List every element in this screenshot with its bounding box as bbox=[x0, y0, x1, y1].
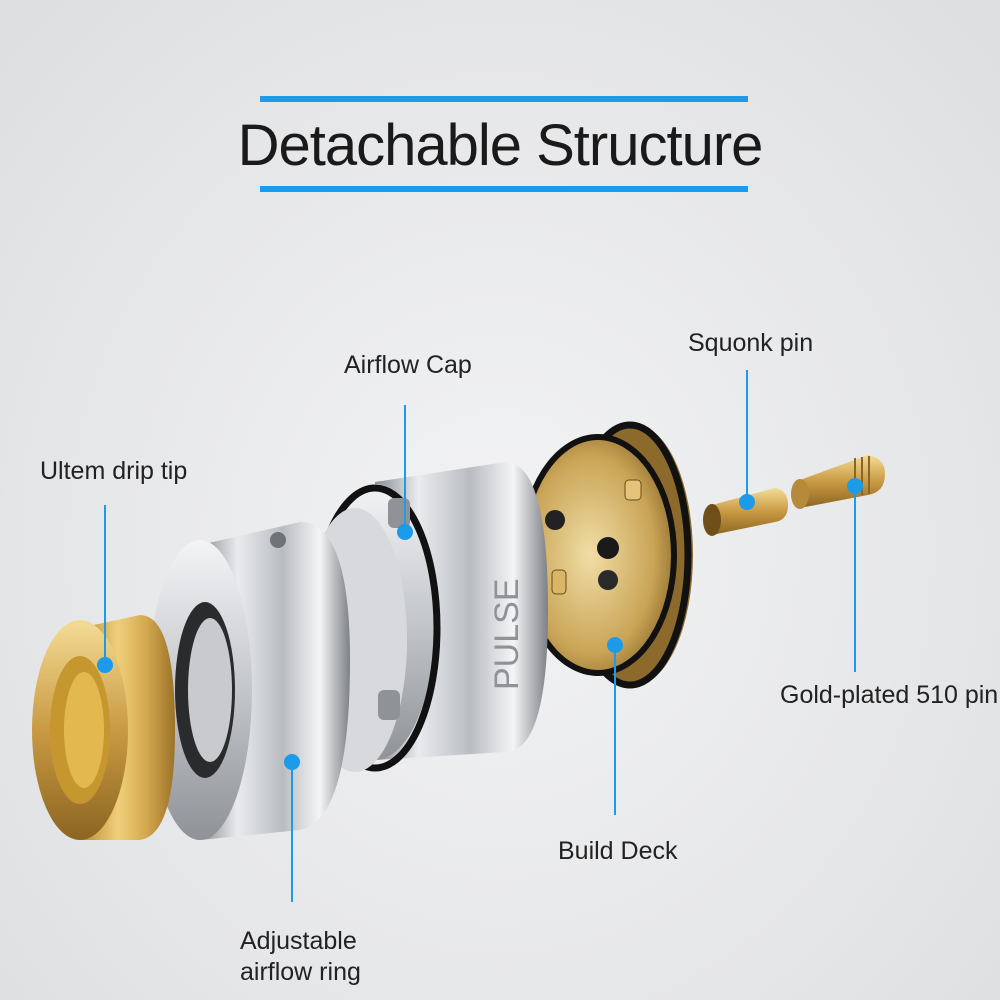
build-deck-part bbox=[519, 421, 693, 689]
engraving-text: PULSE bbox=[488, 579, 526, 691]
marker-airflow-cap bbox=[397, 524, 413, 540]
marker-drip-tip bbox=[97, 657, 113, 673]
squonk-pin-part bbox=[703, 488, 788, 536]
label-airflow-ring: Adjustable airflow ring bbox=[240, 927, 361, 986]
label-airflow-cap: Airflow Cap bbox=[344, 351, 472, 379]
marker-squonk-pin bbox=[739, 494, 755, 510]
label-squonk-pin: Squonk pin bbox=[688, 329, 814, 357]
airflow-ring-part bbox=[148, 522, 350, 840]
marker-build-deck bbox=[607, 637, 623, 653]
title-top-rule bbox=[260, 96, 748, 102]
marker-airflow-ring bbox=[284, 754, 300, 770]
title-bottom-rule bbox=[260, 186, 748, 192]
label-gold-pin: Gold-plated 510 pin bbox=[780, 681, 999, 709]
drip-tip-part bbox=[32, 615, 175, 840]
label-build-deck: Build Deck bbox=[558, 837, 678, 865]
page-title: Detachable Structure bbox=[237, 113, 764, 178]
gold-pin-part bbox=[791, 455, 885, 509]
callout-lines bbox=[97, 370, 863, 902]
marker-gold-pin bbox=[847, 478, 863, 494]
label-drip-tip: Ultem drip tip bbox=[40, 457, 188, 485]
